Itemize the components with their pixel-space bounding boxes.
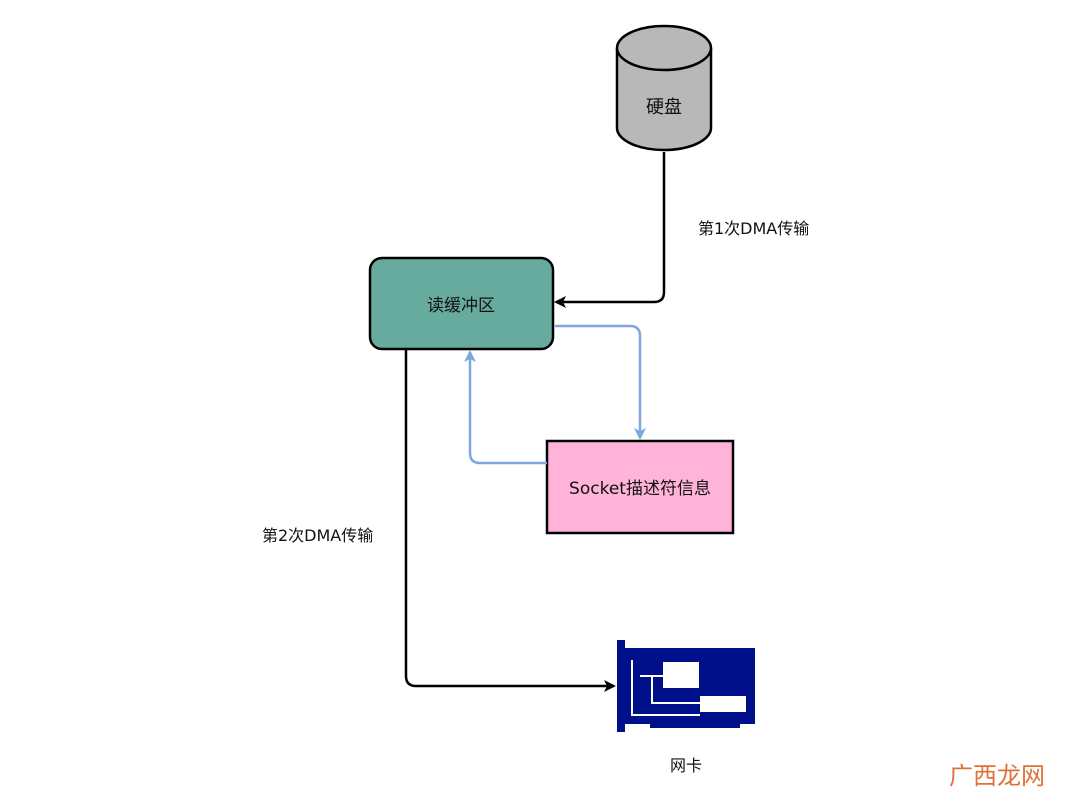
read-buffer-label: 读缓冲区 [427, 296, 495, 316]
read-buffer-node: 读缓冲区 [368, 256, 555, 351]
watermark-logo: 广西龙网 [949, 762, 1045, 790]
dma2-label: 第2次DMA传输 [262, 526, 373, 545]
dma1-arrow [554, 152, 666, 308]
dma1-label: 第1次DMA传输 [698, 219, 809, 238]
nic-icon [617, 640, 755, 732]
dma2-arrow [404, 350, 616, 692]
socket-to-buffer-arrow [464, 350, 547, 465]
socket-node: Socket描述符信息 [545, 439, 735, 535]
nic-label: 网卡 [670, 756, 702, 775]
socket-label: Socket描述符信息 [569, 479, 711, 499]
disk-node: 硬盘 [615, 24, 713, 152]
disk-label: 硬盘 [646, 97, 682, 118]
buffer-to-socket-arrow [555, 324, 646, 440]
